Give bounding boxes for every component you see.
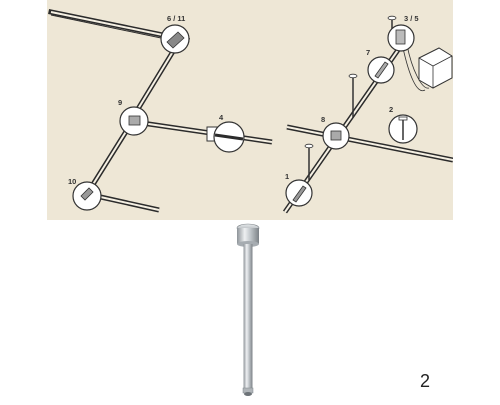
ceiling-suspension-rod-icon xyxy=(236,223,260,396)
figure-number: 2 xyxy=(420,371,431,391)
junction-box xyxy=(402,44,453,92)
suspension-rod-upper xyxy=(348,73,358,118)
callout-label-6-11: 6 / 11 xyxy=(167,14,185,23)
callout-10: 10 xyxy=(68,177,102,211)
callout-label-9: 9 xyxy=(118,98,122,107)
callout-label-4: 4 xyxy=(219,113,224,122)
right-horizontal-rail xyxy=(286,124,453,163)
callout-label-7: 7 xyxy=(366,48,370,57)
callout-2: 2 xyxy=(388,105,418,144)
callout-4: 4 xyxy=(206,113,245,153)
callout-7: 7 xyxy=(366,48,395,84)
middle-rail xyxy=(134,119,273,145)
callout-label-3-5: 3 / 5 xyxy=(404,14,419,23)
callout-1: 1 xyxy=(285,172,313,207)
callout-9: 9 xyxy=(118,98,149,136)
callout-label-8: 8 xyxy=(321,115,325,124)
lower-diagonal-rail xyxy=(84,120,135,196)
left-rail-system: 6 / 11 9 4 10 xyxy=(48,9,273,213)
callout-6-11: 6 / 11 xyxy=(160,14,190,54)
installation-diagram: 6 / 11 9 4 10 xyxy=(48,9,453,214)
installation-diagram-panel: 6 / 11 9 4 10 xyxy=(47,0,453,220)
suspension-rod-lower xyxy=(304,143,314,180)
callout-8: 8 xyxy=(321,115,350,150)
callout-label-2: 2 xyxy=(389,105,393,114)
callout-label-1: 1 xyxy=(285,172,289,181)
product-photo xyxy=(222,220,282,400)
callout-3-5: 3 / 5 xyxy=(387,14,419,52)
callout-label-10: 10 xyxy=(68,177,76,186)
right-rail-system: 3 / 5 7 8 2 1 xyxy=(282,14,453,214)
